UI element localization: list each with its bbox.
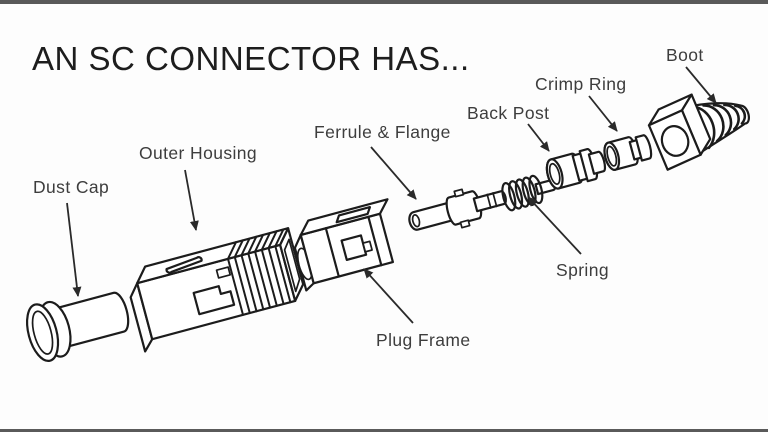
spring-coil-3 [514,178,530,208]
label-spring: Spring [556,260,609,280]
flange-tab-top [453,188,465,198]
boot-arrow [685,66,717,104]
plug-frame-side-line-2 [367,215,383,267]
top-letterbox-bar [0,0,768,4]
outer-housing-top-ribs [226,228,285,260]
label-outer-housing: Outer Housing [139,143,257,163]
plug-frame-side-line-1 [324,227,340,278]
ferrule-tip [411,214,421,228]
crimp-ring-bore [606,145,618,167]
outer-housing-side-ribs [226,245,292,316]
spring-coil-5 [528,174,544,205]
plug-frame-drawing [293,198,394,292]
outer-housing-right-opening [283,238,301,293]
boot-tail-ribs [692,103,747,150]
label-boot: Boot [666,45,704,65]
outer-housing-arrow [184,169,199,231]
flange-collar [445,190,483,226]
ferrule-flange-arrow [370,146,417,200]
back-post-arrow [527,123,550,152]
bottom-letterbox-bar [0,429,768,432]
plug-frame-latch-notch [362,240,373,253]
outer-housing-latch-detail [192,285,236,316]
dust-cap-rim-inner [31,310,54,355]
outer-housing-drawing [129,227,305,353]
crimp-ring-end-ring [634,134,653,162]
dust-cap-drawing [25,291,130,362]
plug-frame-arrow [363,268,414,324]
label-dust-cap: Dust Cap [33,177,109,197]
flange-tab-bottom [459,219,471,229]
crimp-ring-arrow [588,95,618,132]
label-plug-frame: Plug Frame [376,330,470,350]
label-back-post: Back Post [467,103,549,123]
page-title: AN SC CONNECTOR HAS... [32,40,470,77]
ferrule-shaft-ticks [486,192,498,209]
plug-frame-latch-window [340,234,368,261]
back-post-tube [587,150,607,175]
crimp-ring-drawing [603,134,653,171]
dust-cap-arrow [66,202,82,297]
spring-coil-1 [501,182,517,212]
outer-housing-key-detail [215,266,232,279]
outer-housing-top-slot [165,256,203,274]
plug-frame-top-slot [335,206,372,224]
back-post-drawing [545,148,607,190]
label-crimp-ring: Crimp Ring [535,74,627,94]
spring-coil-2 [508,180,524,210]
back-post-bore [548,162,561,185]
boot-opening [660,125,690,157]
ferrule-flange-drawing [408,188,507,231]
boot-drawing [647,93,750,171]
label-ferrule-flange: Ferrule & Flange [314,122,451,142]
spring-arrow [527,196,582,255]
